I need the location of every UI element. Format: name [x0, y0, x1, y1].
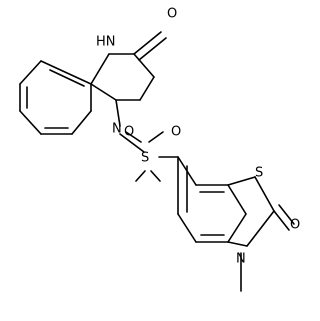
oxygen-label-sulfonyl-left: O [124, 125, 134, 140]
nitrogen-label-middle: N [112, 122, 122, 137]
oxygen-label-sulfonyl-right: O [171, 125, 181, 140]
benzene-ring-top [19, 60, 92, 135]
sulfur-label-ring: S [255, 166, 263, 181]
oxygen-label-bottom: O [290, 218, 300, 233]
oxygen-label-top: O [167, 7, 177, 22]
nitrogen-label-bottom: N [236, 252, 246, 267]
nh-label: HN [96, 35, 116, 50]
sulfur-label-sulfonyl: S [141, 151, 149, 166]
benzothiazole-ring-system [177, 156, 295, 292]
sulfonyl-linkage [115, 99, 179, 182]
chemical-structure-diagram: HN O N O S O S N O [19, 7, 300, 292]
upper-heteroring [90, 31, 167, 101]
